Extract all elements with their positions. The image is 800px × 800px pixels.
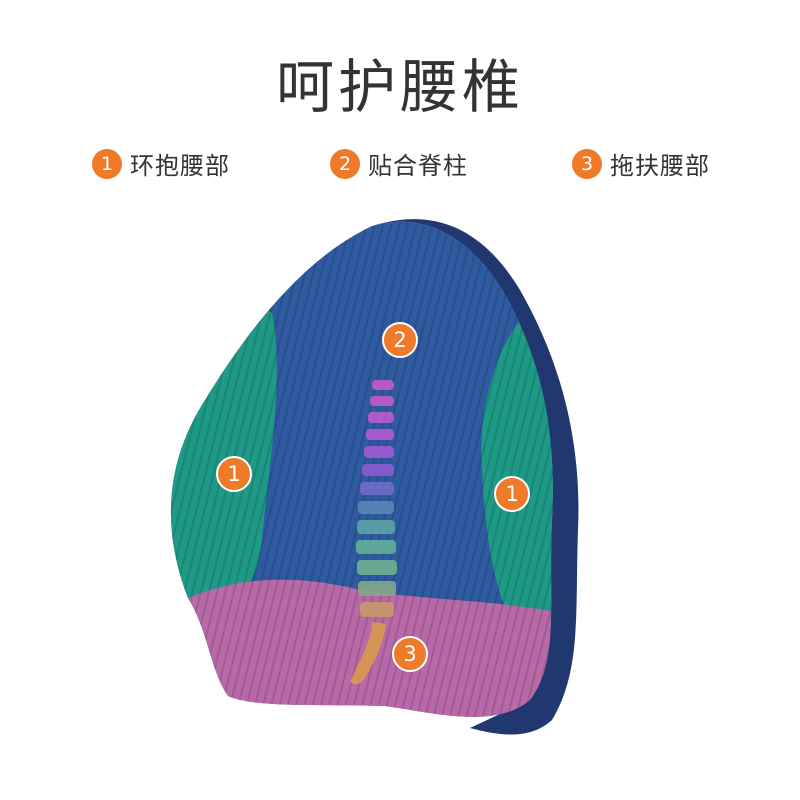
feature-item-1: 1 环抱腰部 [92, 146, 230, 181]
lower-support-marker: 3 [392, 636, 428, 672]
left-wing-marker: 1 [216, 456, 252, 492]
feature-item-2: 2 贴合脊柱 [330, 146, 468, 181]
page-title: 呵护腰椎 [275, 53, 524, 121]
right-wing-marker: 1 [494, 476, 530, 512]
feature-number-badge: 1 [92, 148, 122, 179]
feature-label: 拖扶腰部 [610, 152, 710, 180]
cushion-edge [372, 219, 579, 735]
feature-label: 贴合脊柱 [368, 152, 468, 180]
feature-list: 1 环抱腰部 2 贴合脊柱 3 拖扶腰部 [0, 146, 800, 186]
feature-number-badge: 3 [572, 148, 602, 179]
feature-item-3: 3 拖扶腰部 [572, 146, 710, 181]
spine-overlay [350, 380, 397, 684]
feature-number-badge: 2 [330, 148, 360, 179]
spine-zone-marker: 2 [382, 322, 418, 358]
feature-label: 环抱腰部 [130, 152, 230, 180]
